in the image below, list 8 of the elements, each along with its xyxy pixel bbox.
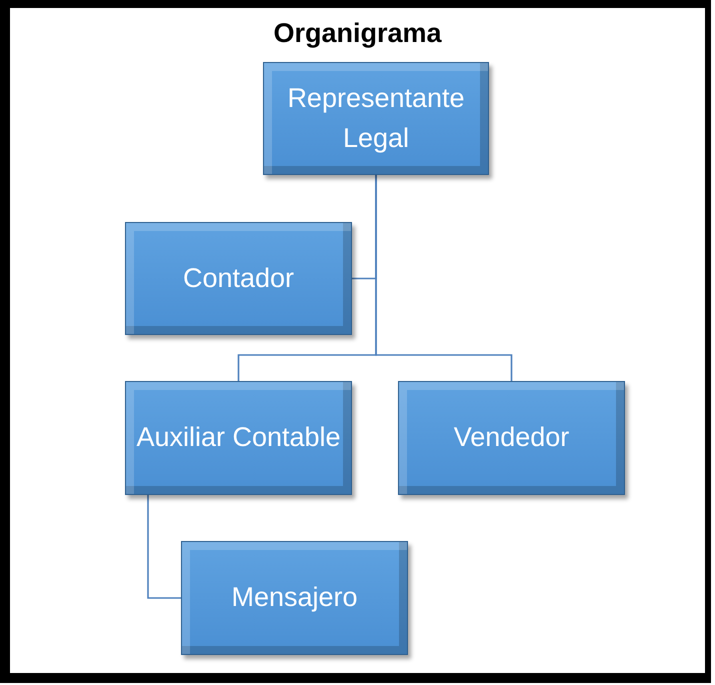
- position-box: Representante Legal: [263, 62, 489, 175]
- connector-line: [147, 495, 181, 599]
- position-box: Vendedor: [398, 381, 625, 495]
- connector-line: [375, 175, 512, 381]
- position-box: Mensajero: [181, 541, 408, 655]
- position-box: Contador: [125, 222, 352, 335]
- position-box: Auxiliar Contable: [125, 381, 352, 495]
- title: Organigrama: [272, 18, 443, 49]
